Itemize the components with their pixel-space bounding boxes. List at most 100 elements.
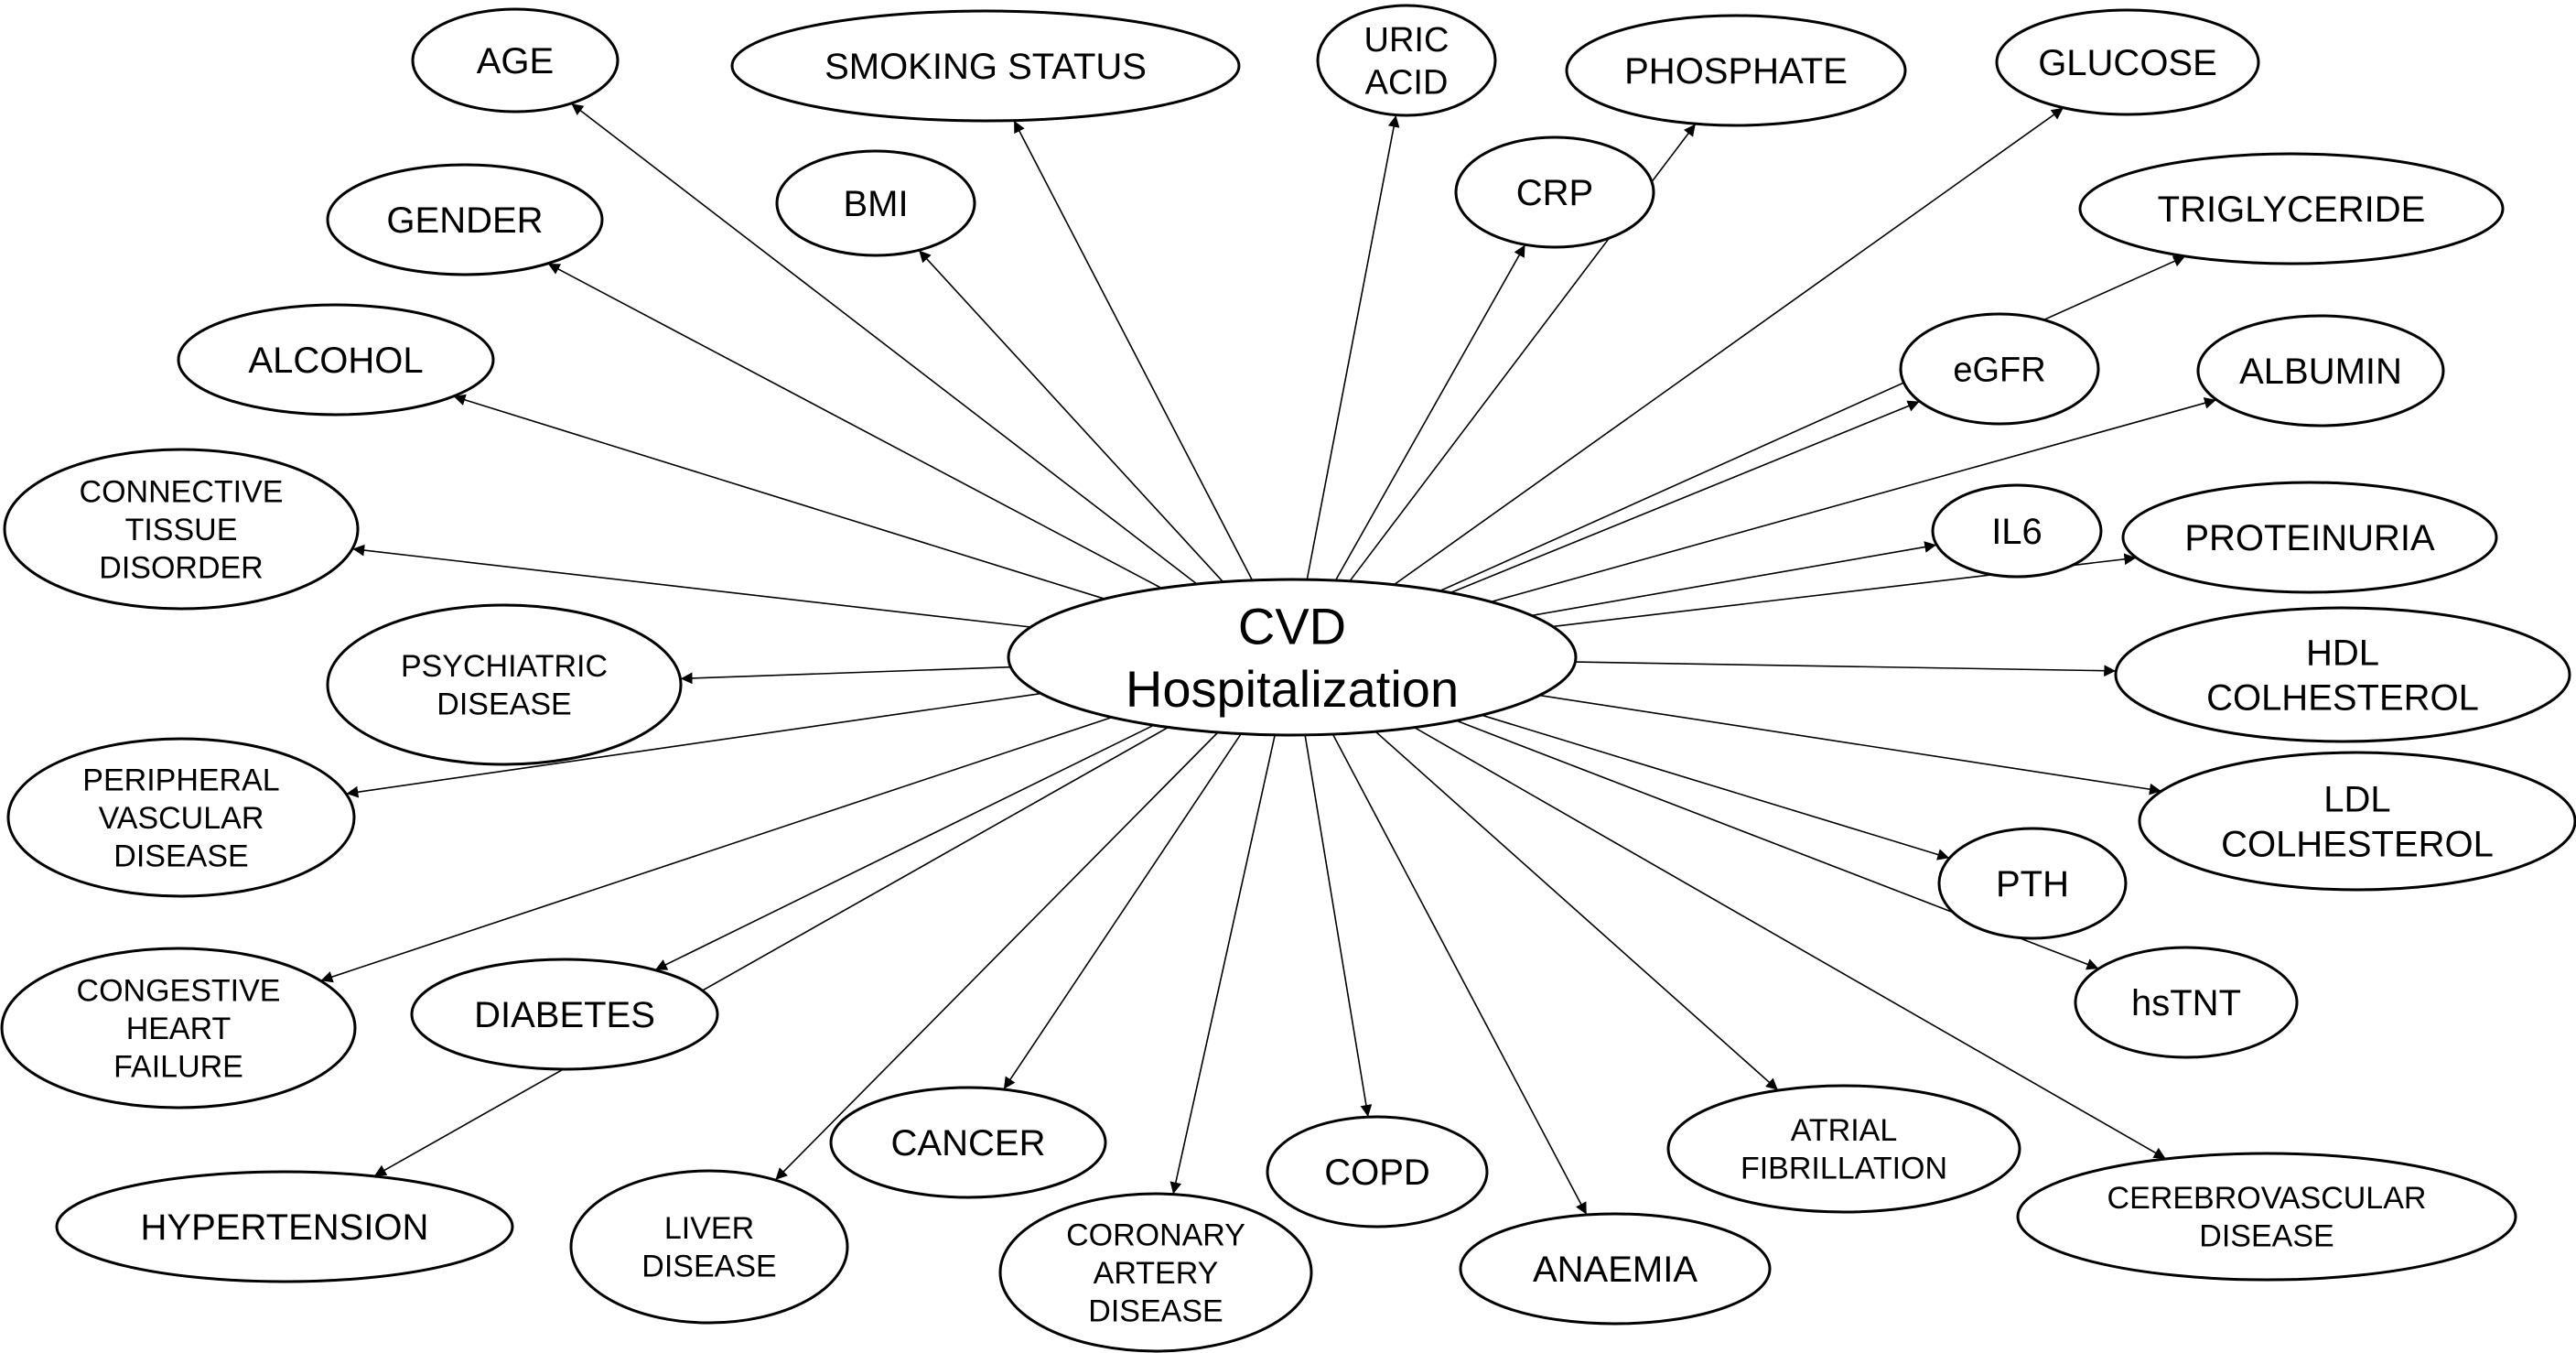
node-label-coronary-artery-disease-line-2: ARTERY: [1094, 1256, 1219, 1291]
edge-cvd-to-anaemia: [1331, 733, 1588, 1215]
node-pth: PTH: [1937, 827, 2128, 940]
node-albumin: ALBUMIN: [2196, 314, 2445, 428]
node-glucose: GLUCOSE: [1995, 8, 2260, 116]
edge-cvd-to-copd: [1304, 734, 1373, 1117]
node-label-egfr-line-1: eGFR: [1953, 351, 2045, 389]
node-shape-hdl-colhesterol: [2114, 606, 2571, 743]
node-label-hypertension-line-1: HYPERTENSION: [141, 1207, 429, 1248]
node-bmi: BMI: [775, 149, 976, 257]
edge-cvd-to-coronary-artery-disease: [1169, 734, 1276, 1195]
node-triglyceride: TRIGLYCERIDE: [2078, 152, 2505, 265]
node-shape-glucose: [1995, 8, 2260, 116]
node-label-triglyceride-line-1: TRIGLYCERIDE: [2158, 189, 2426, 230]
node-label-gender-line-1: GENDER: [386, 200, 543, 241]
node-shape-cancer: [829, 1086, 1107, 1199]
node-shape-age: [411, 7, 620, 114]
node-shape-uric-acid: [1316, 4, 1497, 117]
node-label-hdl-colhesterol-line-2: COLHESTEROL: [2206, 677, 2479, 718]
node-label-hstnt-line-1: hsTNT: [2131, 983, 2241, 1023]
edge-cvd-to-ldl-colhesterol: [1539, 694, 2161, 796]
node-shape-alcohol: [177, 303, 495, 417]
node-label-ldl-colhesterol-line-1: LDL: [2323, 780, 2390, 820]
node-label-cvd-line-1: CVD: [1238, 597, 1346, 655]
node-label-age-line-1: AGE: [477, 41, 554, 81]
node-label-bmi-line-1: BMI: [843, 184, 908, 224]
node-label-congestive-heart-failure-line-3: FAILURE: [113, 1049, 243, 1084]
node-label-coronary-artery-disease-line-1: CORONARY: [1066, 1218, 1245, 1252]
edge-cvd-to-crp: [1334, 244, 1525, 581]
node-shape-albumin: [2196, 314, 2445, 428]
node-shape-psychiatric-disease: [326, 603, 683, 766]
node-shape-connective-tissue-disorder: [3, 448, 360, 611]
edge-cvd-to-gender: [547, 263, 1162, 590]
node-shape-hstnt: [2074, 946, 2299, 1059]
node-diabetes: DIABETES: [410, 958, 719, 1071]
node-shape-gender: [326, 163, 604, 276]
node-label-congestive-heart-failure-line-1: CONGESTIVE: [77, 973, 281, 1008]
node-label-cerebrovascular-disease-line-1: CEREBROVASCULAR: [2107, 1181, 2427, 1216]
node-label-phosphate-line-1: PHOSPHATE: [1624, 51, 1848, 92]
edge-cvd-to-egfr: [1450, 400, 1920, 594]
edge-cvd-to-connective-tissue-disorder: [352, 544, 1031, 628]
edge-cvd-to-liver-disease: [775, 731, 1219, 1180]
edge-cvd-to-smoking-status: [1013, 120, 1254, 581]
node-label-alcohol-line-1: ALCOHOL: [248, 341, 423, 381]
edge-cvd-to-hdl-colhesterol: [1575, 661, 2117, 677]
node-label-peripheral-vascular-disease-line-3: DISEASE: [113, 839, 248, 873]
node-label-psychiatric-disease-line-1: PSYCHIATRIC: [401, 649, 608, 684]
node-label-diabetes-line-1: DIABETES: [474, 995, 655, 1035]
node-label-psychiatric-disease-line-2: DISEASE: [437, 687, 571, 722]
node-shape-coronary-artery-disease: [998, 1192, 1313, 1353]
node-label-ldl-colhesterol-line-2: COLHESTEROL: [2221, 824, 2494, 864]
edge-cvd-to-congestive-heart-failure: [320, 716, 1113, 983]
node-label-hdl-colhesterol-line-1: HDL: [2306, 633, 2379, 674]
node-shape-smoking-status: [730, 9, 1241, 123]
node-label-coronary-artery-disease-line-3: DISEASE: [1088, 1293, 1223, 1328]
edge-cvd-to-peripheral-vascular-disease: [346, 692, 1041, 798]
edge-cvd-to-hypertension: [374, 726, 1169, 1176]
node-cancer: CANCER: [829, 1086, 1107, 1199]
node-label-crp-line-1: CRP: [1516, 173, 1593, 213]
edge-cvd-to-age: [571, 103, 1198, 585]
node-il6: IL6: [1931, 483, 2103, 579]
node-shape-ldl-colhesterol: [2138, 751, 2576, 892]
node-crp: CRP: [1454, 135, 1655, 249]
node-shape-triglyceride: [2078, 152, 2505, 265]
node-egfr: eGFR: [1899, 312, 2100, 426]
node-label-glucose-line-1: GLUCOSE: [2038, 43, 2217, 83]
node-shape-peripheral-vascular-disease: [6, 737, 356, 898]
node-label-congestive-heart-failure-line-2: HEART: [126, 1012, 232, 1046]
node-shape-phosphate: [1565, 14, 1907, 127]
node-shape-bmi: [775, 149, 976, 257]
node-shape-cerebrovascular-disease: [2016, 1152, 2517, 1282]
edge-cvd-to-psychiatric-disease: [680, 666, 1011, 685]
node-label-liver-disease-line-2: DISEASE: [641, 1250, 776, 1284]
edge-cvd-to-glucose: [1393, 107, 2064, 586]
edge-cvd-to-diabetes: [655, 724, 1155, 970]
edge-cvd-to-albumin: [1491, 397, 2216, 603]
node-label-atrial-fibrillation-line-1: ATRIAL: [1791, 1113, 1898, 1148]
node-copd: COPD: [1266, 1115, 1489, 1229]
node-shape-copd: [1266, 1115, 1489, 1229]
node-phosphate: PHOSPHATE: [1565, 14, 1907, 127]
node-shape-liver-disease: [569, 1169, 849, 1325]
edge-cvd-to-bmi: [919, 250, 1223, 583]
node-shape-egfr: [1899, 312, 2100, 426]
node-label-cvd-line-2: Hospitalization: [1126, 660, 1459, 718]
node-smoking-status: SMOKING STATUS: [730, 9, 1241, 123]
node-label-pth-line-1: PTH: [1996, 864, 2069, 904]
edge-cvd-to-cancer: [1003, 733, 1242, 1089]
edge-cvd-to-il6: [1531, 541, 1937, 617]
node-shape-il6: [1931, 483, 2103, 579]
node-shape-pth: [1937, 827, 2128, 940]
edge-cvd-to-uric-acid: [1306, 114, 1400, 580]
